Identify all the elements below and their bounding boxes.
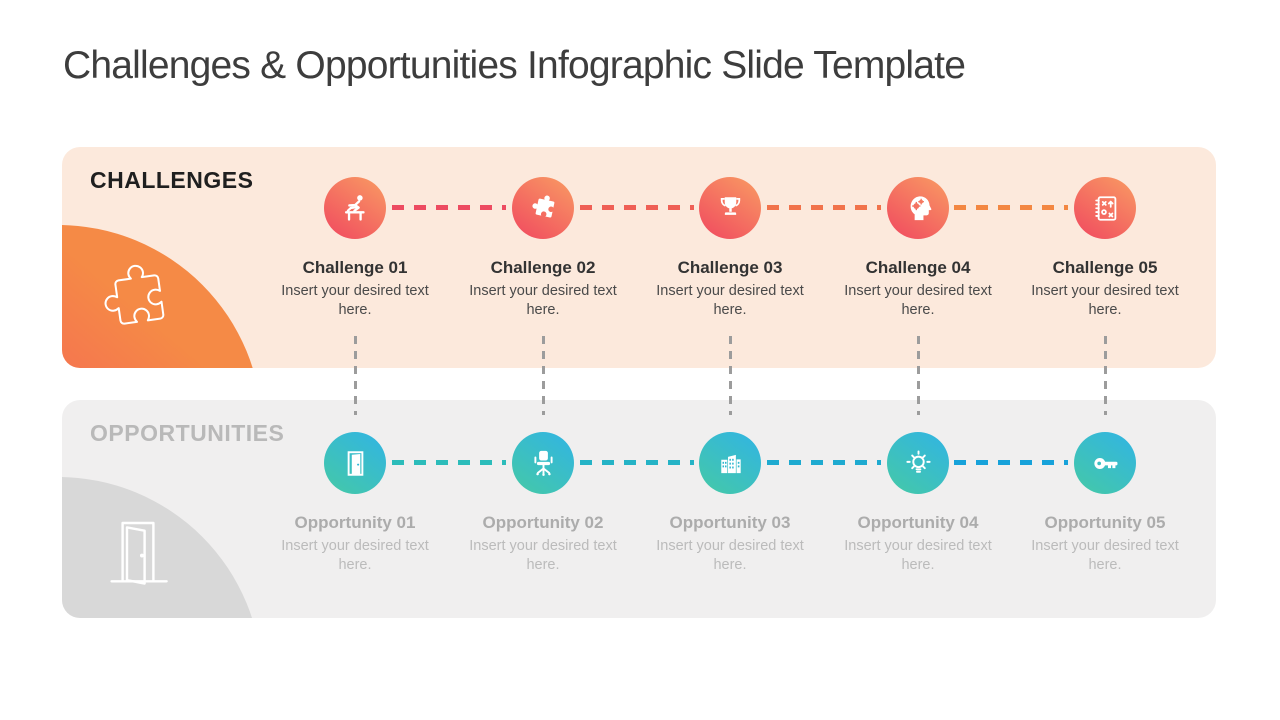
challenge-bubble-5 xyxy=(1074,177,1136,239)
challenge-title: Challenge 03 xyxy=(677,258,783,277)
opportunity-bubble-5 xyxy=(1074,432,1136,494)
opportunity-title: Opportunity 01 xyxy=(294,513,416,532)
head-gears-icon xyxy=(910,195,931,220)
opportunity-bubble-4 xyxy=(887,432,949,494)
opportunity-description: Insert your desired text here. xyxy=(281,538,429,573)
opportunity-item-3: Opportunity 03 Insert your desired text … xyxy=(645,432,815,574)
strategy-plan-icon xyxy=(1094,195,1116,221)
challenge-item-4: Challenge 04 Insert your desired text he… xyxy=(833,177,1003,319)
open-door-icon xyxy=(347,450,363,476)
challenge-connector-dash xyxy=(954,205,1068,210)
opportunity-item-4: Opportunity 04 Insert your desired text … xyxy=(833,432,1003,574)
challenge-description: Insert your desired text here. xyxy=(469,283,617,318)
challenge-title: Challenge 05 xyxy=(1052,258,1158,277)
vertical-connector-dash xyxy=(354,336,357,415)
opportunity-connector-dash xyxy=(392,460,506,465)
challenge-description: Insert your desired text here. xyxy=(281,283,429,318)
opportunity-bubble-1 xyxy=(324,432,386,494)
opportunity-description: Insert your desired text here. xyxy=(656,538,804,573)
challenge-bubble-4 xyxy=(887,177,949,239)
opportunity-connector-dash xyxy=(767,460,881,465)
office-chair-icon xyxy=(533,450,553,476)
opportunity-item-5: Opportunity 05 Insert your desired text … xyxy=(1020,432,1190,574)
puzzle-outline-icon xyxy=(104,264,165,325)
key-icon xyxy=(1093,457,1117,469)
opportunities-heading: OPPORTUNITIES xyxy=(90,420,285,446)
opportunity-title: Opportunity 04 xyxy=(857,513,979,532)
vertical-connector-dash xyxy=(729,336,732,415)
opportunity-title: Opportunity 02 xyxy=(482,513,604,532)
page-title: Challenges & Opportunities Infographic S… xyxy=(63,44,966,87)
opportunity-connector-dash xyxy=(954,460,1068,465)
challenge-bubble-3 xyxy=(699,177,761,239)
opportunity-item-1: Opportunity 01 Insert your desired text … xyxy=(270,432,440,574)
buildings-icon xyxy=(720,454,741,473)
challenges-band: CHALLENGES Challenge 01 Insert your des xyxy=(62,147,1216,368)
challenge-description: Insert your desired text here. xyxy=(844,283,992,318)
opportunity-title: Opportunity 03 xyxy=(669,513,791,532)
challenge-title: Challenge 02 xyxy=(490,258,596,277)
vertical-connector-dash xyxy=(542,336,545,415)
opportunities-band: OPPORTUNITIES Opportunity 01 Insert your… xyxy=(62,400,1216,618)
challenge-bubble-2 xyxy=(512,177,574,239)
challenge-title: Challenge 01 xyxy=(302,258,408,277)
puzzle-piece-icon xyxy=(531,195,554,217)
challenge-description: Insert your desired text here. xyxy=(1031,283,1179,318)
trophy-icon xyxy=(720,196,740,215)
challenge-bubble-1 xyxy=(324,177,386,239)
lightbulb-icon xyxy=(905,449,931,473)
hurdle-runner-icon xyxy=(344,194,365,221)
challenge-item-1: Challenge 01 Insert your desired text he… xyxy=(270,177,440,319)
challenge-description: Insert your desired text here. xyxy=(656,283,804,318)
opportunity-title: Opportunity 05 xyxy=(1044,513,1166,532)
challenge-connector-dash xyxy=(392,205,506,210)
challenge-item-2: Challenge 02 Insert your desired text he… xyxy=(458,177,628,319)
vertical-connector-dash xyxy=(917,336,920,415)
opportunity-description: Insert your desired text here. xyxy=(1031,538,1179,573)
opportunity-description: Insert your desired text here. xyxy=(469,538,617,573)
opportunity-connector-dash xyxy=(580,460,694,465)
challenge-connector-dash xyxy=(767,205,881,210)
opportunity-description: Insert your desired text here. xyxy=(844,538,992,573)
opportunity-bubble-3 xyxy=(699,432,761,494)
challenge-item-3: Challenge 03 Insert your desired text he… xyxy=(645,177,815,319)
challenge-item-5: Challenge 05 Insert your desired text he… xyxy=(1020,177,1190,319)
open-door-outline-icon xyxy=(110,521,168,585)
challenge-connector-dash xyxy=(580,205,694,210)
challenges-heading: CHALLENGES xyxy=(90,167,254,193)
opportunity-bubble-2 xyxy=(512,432,574,494)
challenge-title: Challenge 04 xyxy=(865,258,971,277)
opportunity-item-2: Opportunity 02 Insert your desired text … xyxy=(458,432,628,574)
vertical-connector-dash xyxy=(1104,336,1107,415)
